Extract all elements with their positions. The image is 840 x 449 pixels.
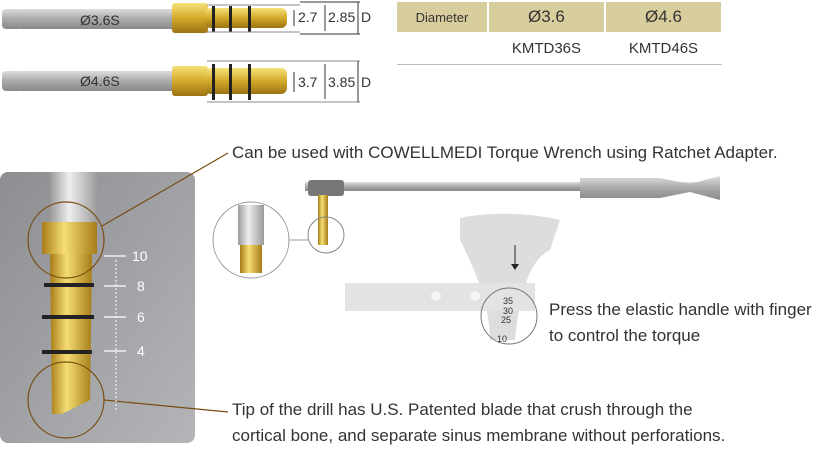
gauge-mark: 10 xyxy=(497,334,508,344)
wrench-callout: Can be used with COWELLMEDI Torque Wrenc… xyxy=(232,143,778,162)
size-cell: Ø3.6 xyxy=(487,2,606,32)
dimension-lines xyxy=(293,1,360,102)
gauge-mark: 25 xyxy=(501,315,512,325)
dim-d: D xyxy=(361,9,372,25)
depth-mark: 10 xyxy=(132,248,148,264)
gauge-mark: 30 xyxy=(503,306,514,316)
code-cell: KMTD36S xyxy=(487,32,605,65)
drill-label: Ø3.6S xyxy=(80,12,120,28)
dim-inner: 2.7 xyxy=(298,9,318,25)
depth-mark: 8 xyxy=(137,278,145,294)
tip-callout-line1: Tip of the drill has U.S. Patented blade… xyxy=(232,400,693,419)
press-callout-line2: to control the torque xyxy=(549,326,701,345)
tip-callout-line2: cortical bone, and separate sinus membra… xyxy=(232,426,726,445)
drill-3.6 xyxy=(2,3,300,33)
gauge-mark: 35 xyxy=(503,296,514,306)
dim-inner: 3.7 xyxy=(298,74,318,90)
dim-d: D xyxy=(361,74,372,90)
header-diameter: Diameter xyxy=(397,2,489,32)
drill-4.6 xyxy=(2,60,360,103)
dim-outer: 2.85 xyxy=(328,9,356,25)
dim-outer: 3.85 xyxy=(328,74,356,90)
torque-wrench xyxy=(305,182,715,191)
press-callout-line1: Press the elastic handle with finger xyxy=(549,300,812,319)
code-cell: KMTD46S xyxy=(604,32,722,65)
depth-mark: 4 xyxy=(137,343,145,359)
drill-label: Ø4.6S xyxy=(80,73,120,89)
depth-mark: 6 xyxy=(137,309,145,325)
size-cell: Ø4.6 xyxy=(604,2,724,32)
